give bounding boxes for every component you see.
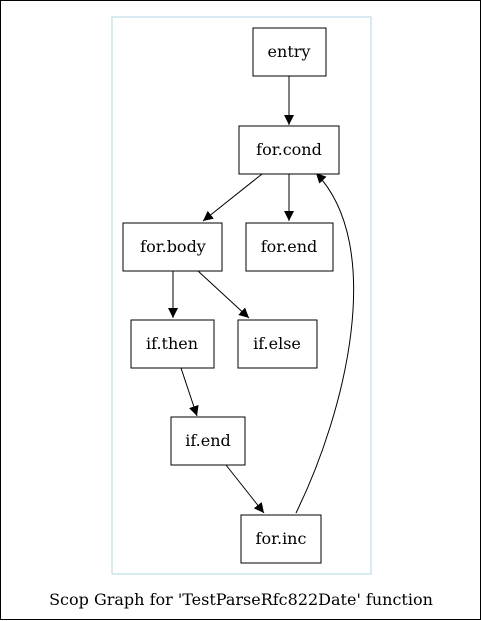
- edge-for-inc-for-cond: [295, 172, 355, 514]
- node-for-end-label: for.end: [261, 237, 318, 256]
- node-if-else-label: if.else: [253, 334, 301, 353]
- node-if-then-label: if.then: [146, 334, 198, 353]
- edge-if-end-for-inc: [225, 464, 265, 514]
- node-for-cond-label: for.cond: [256, 140, 322, 159]
- edge-for-cond-for-body: [202, 173, 263, 222]
- node-for-cond[interactable]: for.cond: [238, 125, 340, 175]
- edge-for-body-if-else: [197, 270, 250, 319]
- node-for-body[interactable]: for.body: [122, 222, 223, 272]
- node-if-then[interactable]: if.then: [130, 319, 215, 369]
- node-for-body-label: for.body: [140, 237, 206, 256]
- node-if-end-label: if.end: [185, 431, 231, 450]
- node-for-inc-label: for.inc: [256, 529, 307, 548]
- node-if-else[interactable]: if.else: [237, 319, 318, 369]
- node-entry[interactable]: entry: [252, 27, 327, 77]
- node-if-end[interactable]: if.end: [170, 416, 246, 466]
- edge-if-then-if-end: [180, 367, 199, 417]
- node-for-inc[interactable]: for.inc: [240, 514, 322, 564]
- node-for-end[interactable]: for.end: [245, 222, 334, 272]
- scop-cluster: [111, 16, 372, 575]
- graph-caption: Scop Graph for 'TestParseRfc822Date' fun…: [49, 590, 433, 609]
- node-entry-label: entry: [268, 42, 311, 61]
